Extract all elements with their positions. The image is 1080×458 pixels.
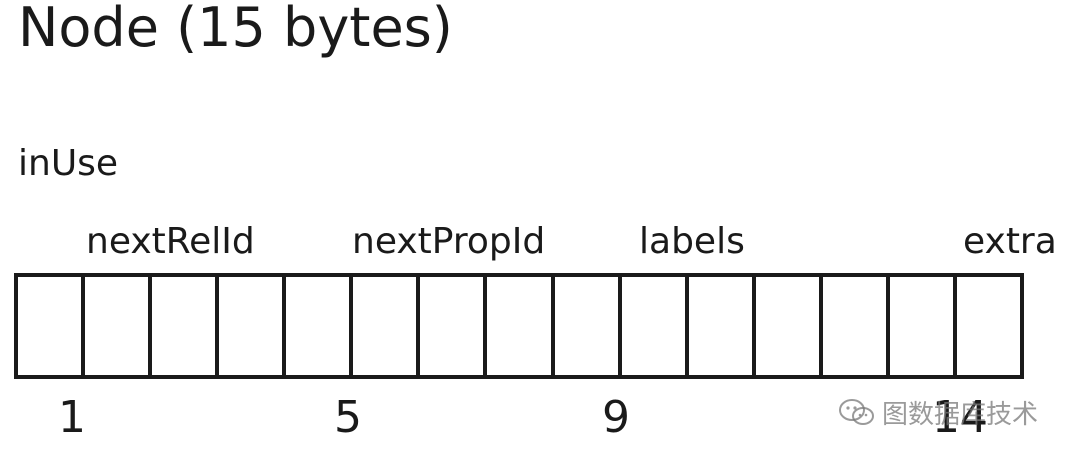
byte-cell bbox=[555, 277, 622, 375]
byte-cell bbox=[823, 277, 890, 375]
byte-cell bbox=[152, 277, 220, 375]
byte-index-9: 9 bbox=[602, 392, 630, 443]
field-label-extra: extra bbox=[963, 221, 1057, 262]
field-label-nextpropid: nextPropId bbox=[352, 221, 546, 262]
watermark: 图数据库技术 bbox=[838, 394, 1038, 431]
byte-cell bbox=[85, 277, 153, 375]
byte-cell bbox=[286, 277, 354, 375]
byte-cell bbox=[353, 277, 421, 375]
byte-cell bbox=[756, 277, 823, 375]
byte-cell bbox=[890, 277, 957, 375]
wechat-icon bbox=[838, 398, 876, 428]
field-label-labels: labels bbox=[639, 221, 745, 262]
byte-index-1: 1 bbox=[58, 392, 86, 443]
diagram-title: Node (15 bytes) bbox=[18, 0, 453, 59]
byte-cell bbox=[487, 277, 555, 375]
watermark-text: 图数据库技术 bbox=[882, 400, 1039, 430]
byte-row bbox=[14, 273, 1024, 379]
byte-cell bbox=[219, 277, 287, 375]
byte-index-5: 5 bbox=[334, 392, 362, 443]
byte-index-14: 14 bbox=[932, 392, 988, 443]
byte-cell bbox=[689, 277, 756, 375]
byte-cell bbox=[957, 277, 1020, 375]
byte-cell bbox=[18, 277, 86, 375]
byte-cell bbox=[622, 277, 689, 375]
field-label-nextrelid: nextRelId bbox=[86, 221, 255, 262]
field-label-inuse: inUse bbox=[18, 143, 119, 184]
byte-cell bbox=[420, 277, 488, 375]
